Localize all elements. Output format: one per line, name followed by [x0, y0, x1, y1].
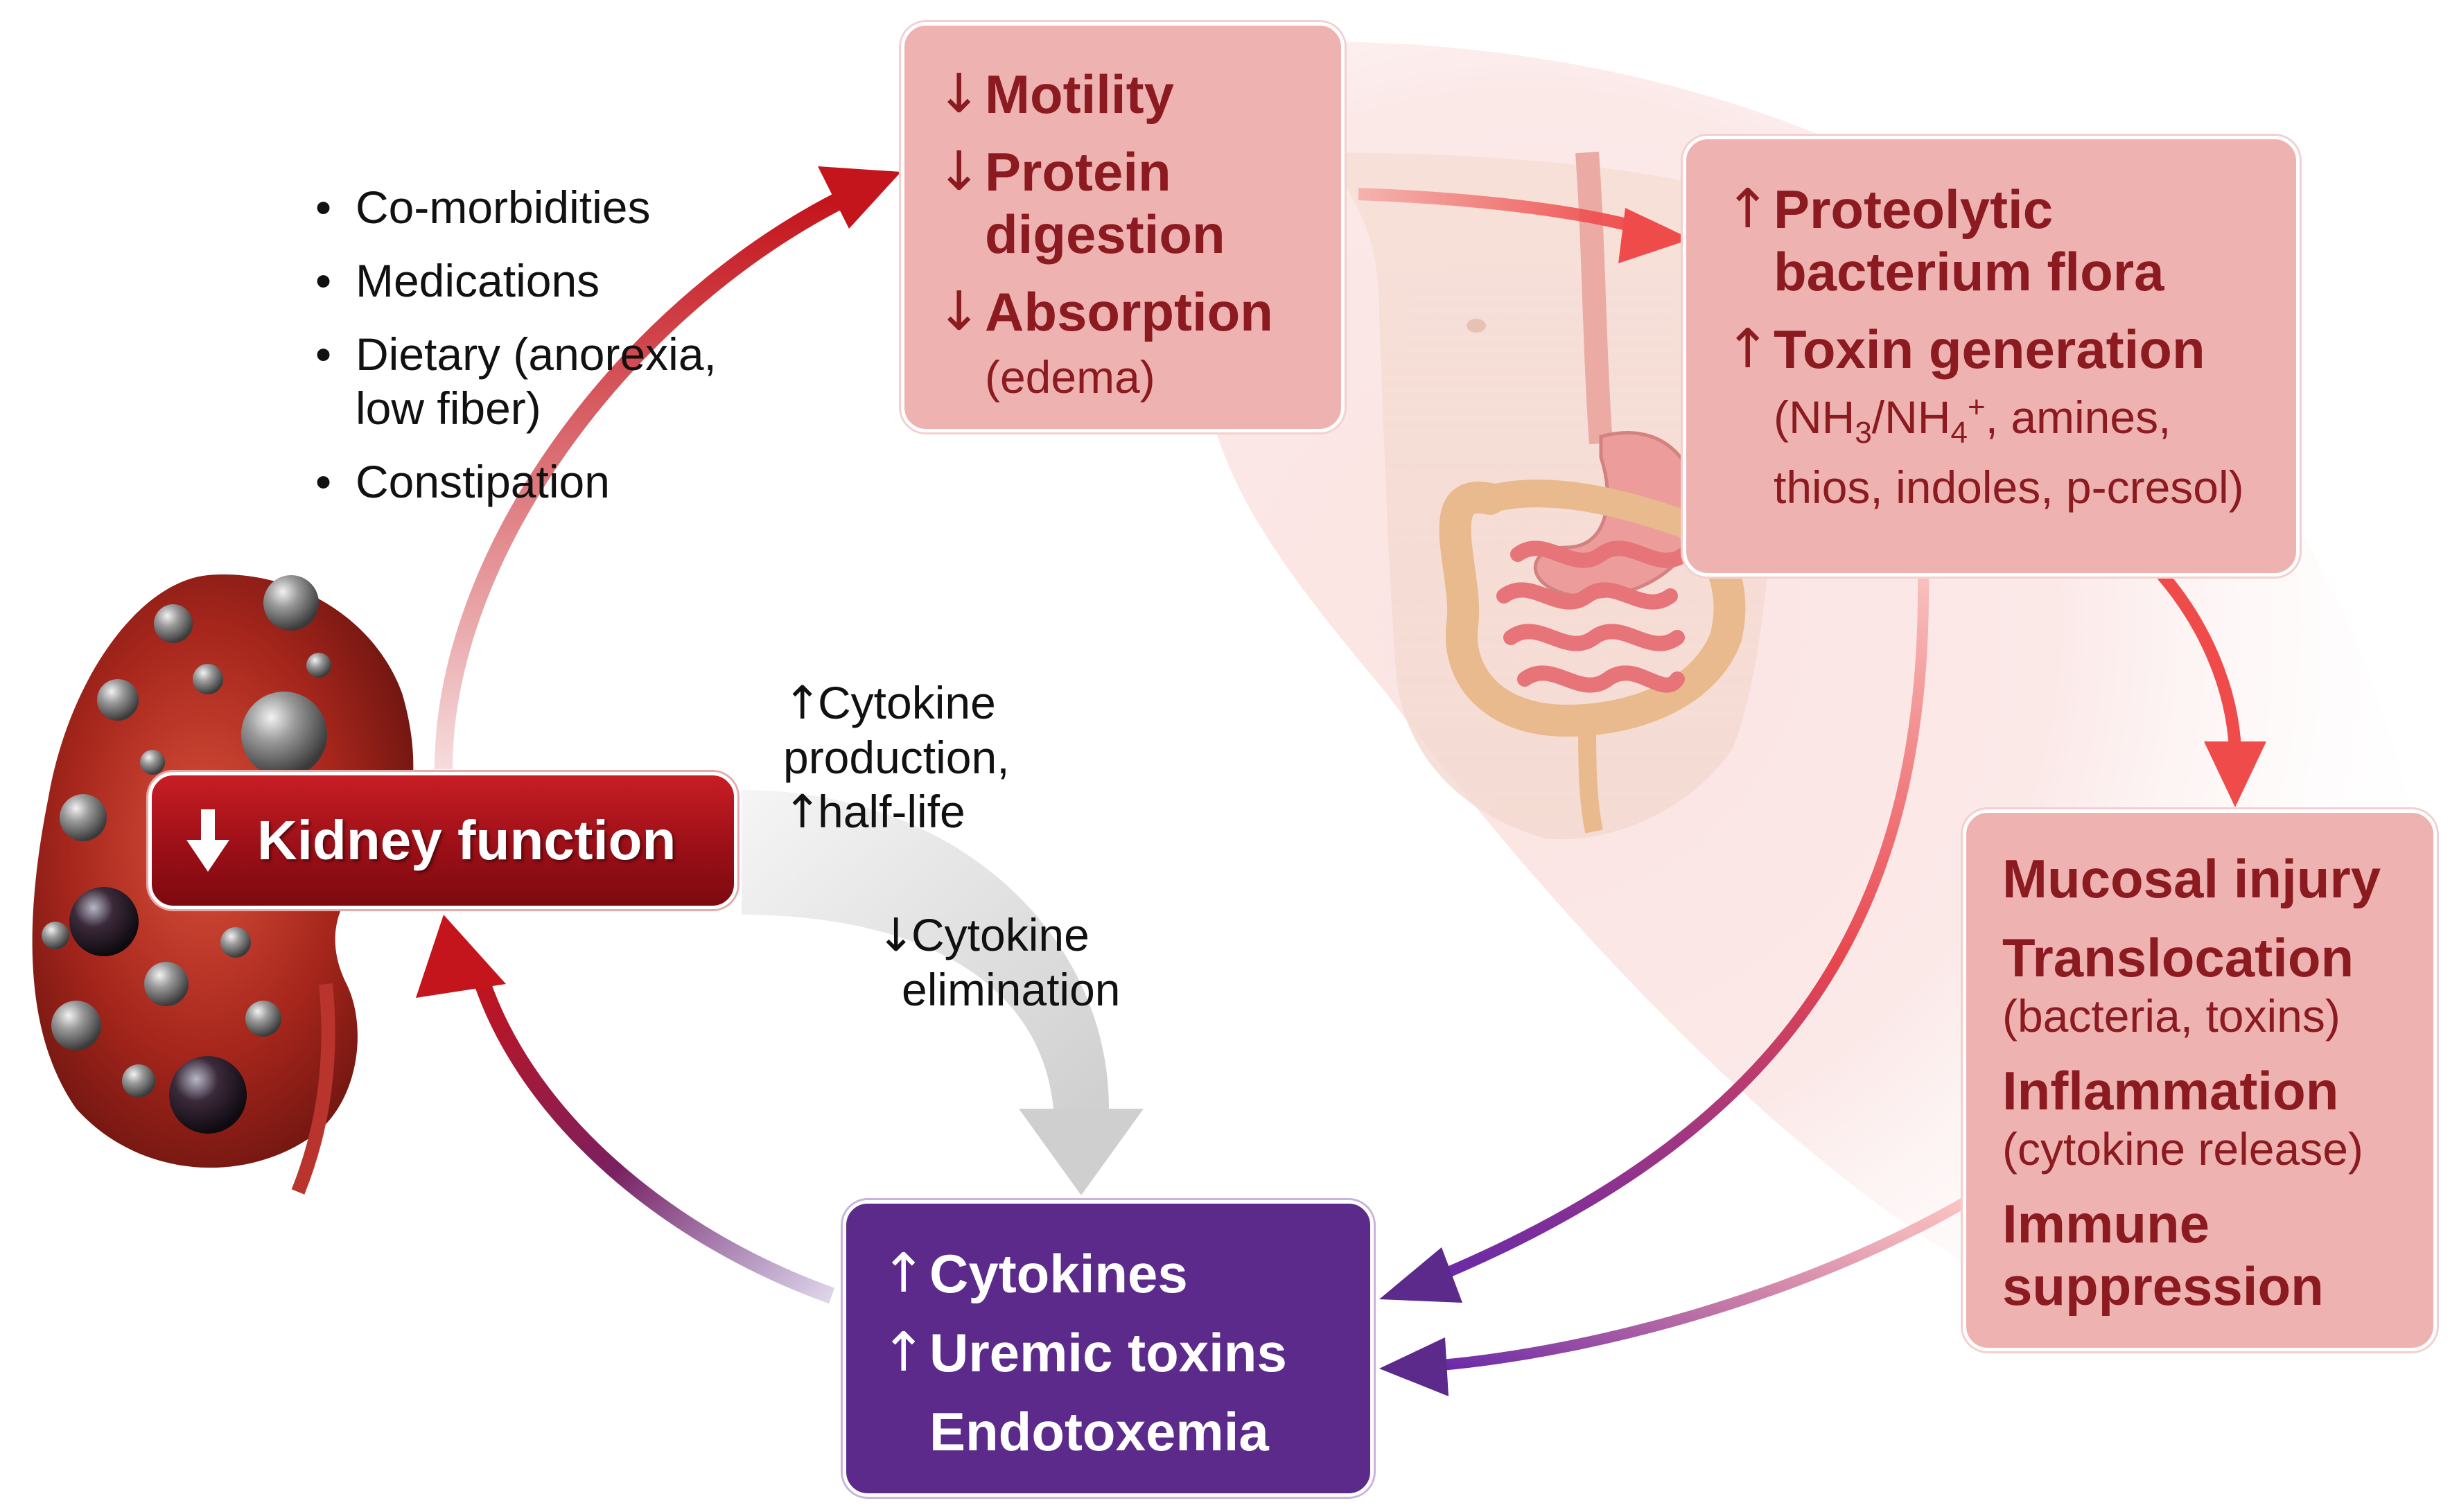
kidney-function-box: Kidney function [148, 772, 737, 909]
small-intestine-shape [1496, 540, 1692, 693]
mucosa-item-inflammation: Inflammation [2002, 1060, 2339, 1121]
risk-factor-item: Medications [315, 254, 842, 308]
risk-factor-list: Co-morbiditiesMedicationsDietary (anorex… [315, 180, 842, 528]
toxins-item-endotoxemia: Endotoxemia [929, 1401, 1269, 1462]
arrow-toxins-to-kidney [470, 967, 835, 1304]
toxin-generation-label: Toxin generation [1774, 319, 2205, 380]
toxins-item-cytokines: ↑ Cytokines [881, 1242, 1188, 1305]
translocation-note: (bacteria, toxins) [2002, 990, 2340, 1041]
arrowhead-gut-to-flora [1618, 208, 1691, 263]
absorption-note: (edema) [985, 351, 1155, 403]
kidney-function-label: Kidney function [257, 809, 676, 871]
torso-illustration [1317, 151, 1774, 840]
kidney-cysts [42, 575, 331, 1134]
flora-item-proteolytic: ↑ Proteolytic bacterium flora [1725, 178, 2164, 302]
arrowhead-flora-to-toxins [1379, 1247, 1462, 1303]
cytokine-elimination-arrow [742, 790, 1109, 1109]
navel [1467, 319, 1486, 333]
gut-item-absorption: ↓ Absorption (edema) [936, 281, 1273, 403]
risk-factor-item: Dietary (anorexia, low fiber) [315, 327, 771, 435]
gut-item-protein-digestion: ↓ Protein digestion [936, 141, 1225, 265]
mucosa-item-injury: Mucosal injury [2002, 848, 2381, 909]
inflammation-note: (cytokine release) [2002, 1123, 2363, 1175]
colon-shape [1439, 482, 1746, 737]
risk-factor-item: Constipation [315, 455, 842, 509]
arrow-flora-to-mucosa [2158, 571, 2241, 749]
mucosa-item-immune-suppression: Immune suppression [2002, 1193, 2324, 1317]
arrow-gut-to-flora [1358, 188, 1645, 235]
arrow-flora-to-toxins [1439, 574, 1930, 1281]
gut-function-box: ↓ Motility ↓ Protein digestion ↓ Absorpt… [901, 22, 1345, 432]
cytokine-production-note: ↑Cytokine production, ↑half-life [783, 676, 1010, 838]
toxins-item-uremic-toxins: ↑ Uremic toxins [881, 1321, 1287, 1384]
arrow-mucosa-to-toxins [1441, 1197, 1968, 1371]
arrowhead-toxins-to-kidney [416, 915, 506, 998]
arrowhead-mucosa-to-toxins [1379, 1337, 1449, 1396]
gut-item-motility: ↓ Motility [936, 63, 1174, 125]
mucosa-item-translocation: Translocation [2002, 927, 2354, 988]
cytokine-arrowhead [1019, 1109, 1144, 1195]
arrowhead-flora-to-mucosa [2204, 741, 2266, 807]
toxin-examples-note: (NH3/NH4+, amines, thios, indoles, p-cre… [1774, 390, 2244, 513]
risk-factor-item: Co-morbidities [315, 180, 842, 234]
down-arrow-icon [186, 809, 229, 872]
mucosal-injury-box: Mucosal injury Translocation (bacteria, … [1963, 809, 2437, 1351]
absorption-label: Absorption [985, 281, 1273, 342]
bacterial-flora-box: ↑ Proteolytic bacterium flora ↑ Toxin ge… [1683, 136, 2300, 577]
cytokine-elimination-note: ↓Cytokine elimination [877, 908, 1121, 1015]
flora-item-toxin-generation: ↑ Toxin generation (NH3/NH4+, amines, th… [1725, 318, 2296, 514]
uremic-toxins-box: ↑ Cytokines ↑ Uremic toxins Endotoxemia [843, 1200, 1374, 1497]
